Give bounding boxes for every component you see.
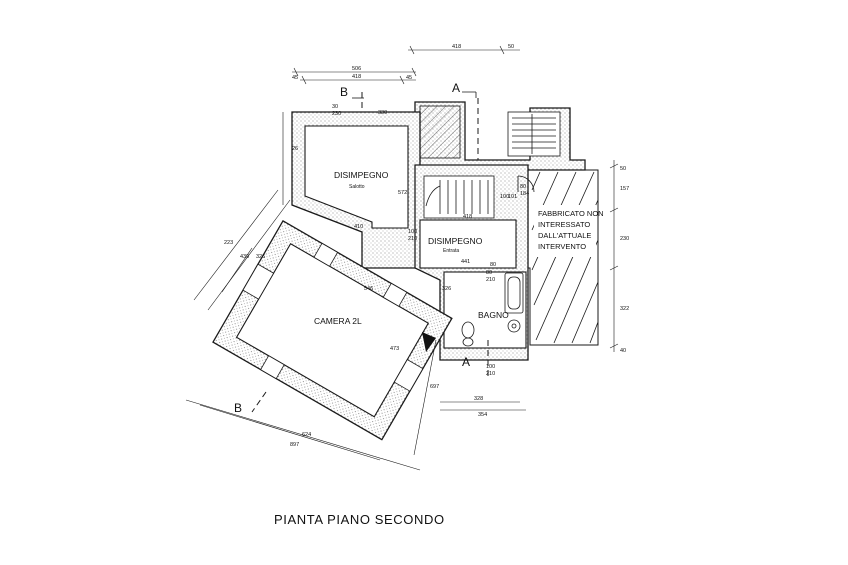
dim-label: 546 xyxy=(364,286,373,292)
plan-title: PIANTA PIANO SECONDO xyxy=(274,512,445,527)
upper-stair-block xyxy=(414,101,586,171)
dim-label: 210 xyxy=(408,236,417,242)
dim-label: 572 xyxy=(398,190,407,196)
bagno-block xyxy=(443,271,527,349)
dim-label: 328 xyxy=(474,396,483,402)
section-marker-b-top: B xyxy=(340,85,348,99)
dim-label: 330 xyxy=(378,110,387,116)
bathtub-icon xyxy=(504,272,524,314)
dim-label: 697 xyxy=(430,384,439,390)
section-lines xyxy=(251,91,489,413)
dim-label: 418 xyxy=(463,214,472,220)
dim-label: 45 xyxy=(292,75,298,81)
dim-label: 100 xyxy=(486,364,495,370)
dim-label: 50 xyxy=(620,166,626,172)
note-line-4: INTERVENTO xyxy=(538,242,586,251)
dim-label: 45 xyxy=(406,75,412,81)
dim-label: 354 xyxy=(478,412,487,418)
dim-label: 184 xyxy=(520,191,529,197)
dim-label: 326 xyxy=(256,254,265,260)
room-label-disimpegno-entrata: DISIMPEGNO xyxy=(428,236,483,246)
dim-label: 80 xyxy=(486,270,492,276)
dim-label: 80 xyxy=(520,184,526,190)
dim-label: 439 xyxy=(240,254,249,260)
room-sublabel-entrata: Entrata xyxy=(443,248,459,254)
dim-label: 30 xyxy=(332,104,338,110)
dim-label: 624 xyxy=(302,432,311,438)
dim-label: 210 xyxy=(486,371,495,377)
room-label-disimpegno-salotto: DISIMPEGNO xyxy=(334,170,389,180)
dim-label: 418 xyxy=(352,74,361,80)
chimney-icon xyxy=(422,332,436,352)
section-marker-a-bottom: A xyxy=(462,355,470,369)
dim-label: 101 xyxy=(508,194,517,200)
room-label-camera: CAMERA 2L xyxy=(314,316,362,326)
dim-label: 410 xyxy=(354,224,363,230)
dim-label: 80 xyxy=(490,262,496,268)
dim-label: 897 xyxy=(290,442,299,448)
dim-label: 230 xyxy=(620,236,629,242)
dim-label: 210 xyxy=(486,277,495,283)
dim-label: 441 xyxy=(461,259,470,265)
dim-label: 100 xyxy=(500,194,509,200)
sink-icon xyxy=(507,319,521,333)
section-marker-b-bottom: B xyxy=(234,401,242,415)
dim-label: 223 xyxy=(224,240,233,246)
dim-label: 418 xyxy=(452,44,461,50)
dim-label: 157 xyxy=(620,186,629,192)
note-line-1: FABBRICATO NON xyxy=(538,209,604,218)
disimpegno-salotto-block xyxy=(291,111,421,269)
dim-label: 40 xyxy=(620,348,626,354)
dim-label: 506 xyxy=(352,66,361,72)
dim-label: 50 xyxy=(508,44,514,50)
room-label-bagno: BAGNO xyxy=(478,310,509,320)
dim-label: 322 xyxy=(620,306,629,312)
dim-label: 473 xyxy=(390,346,399,352)
dim-label: 230 xyxy=(332,111,341,117)
note-line-3: DALL'ATTUALE xyxy=(538,231,591,240)
camera-block xyxy=(212,219,453,441)
section-marker-a-top: A xyxy=(452,81,460,95)
dim-label: 100 xyxy=(408,229,417,235)
dim-label: 326 xyxy=(442,286,451,292)
note-line-2: INTERESSATO xyxy=(538,220,590,229)
unaffected-building xyxy=(527,169,599,346)
dimension-lines xyxy=(185,45,619,471)
room-sublabel-salotto: Salotto xyxy=(349,184,365,190)
dim-label: 26 xyxy=(292,146,298,152)
